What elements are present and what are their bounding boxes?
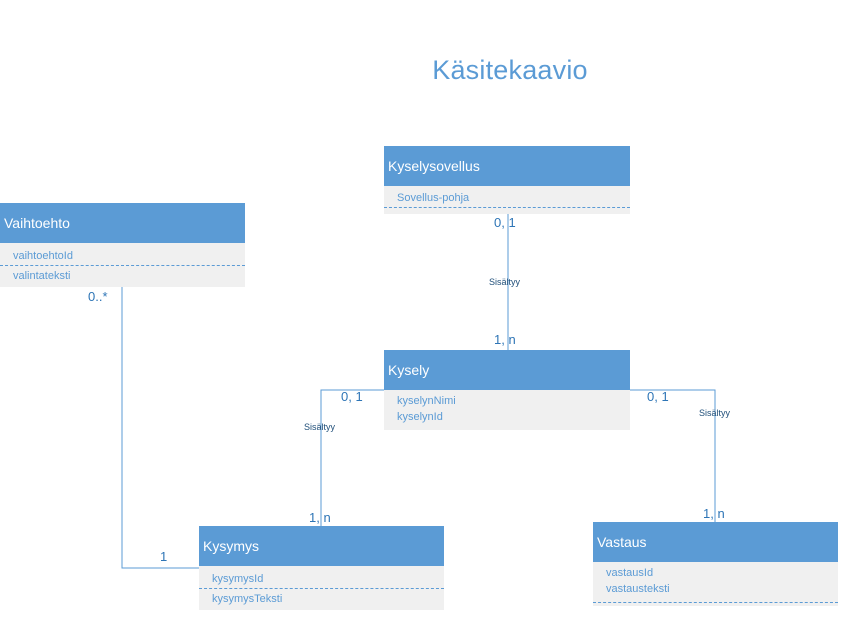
cardinality-vaihtoehto-side: 0..*	[88, 289, 108, 304]
entity-kysymys[interactable]: Kysymys kysymysId kysymysTeksti	[199, 526, 444, 610]
entity-kysely[interactable]: Kysely kyselynNimi kyselynId	[384, 350, 630, 430]
cardinality-kysymys-side: 1, n	[309, 510, 331, 525]
attribute-kyselynnimi: kyselynNimi	[397, 395, 456, 407]
entity-vastaus-name: Vastaus	[593, 522, 838, 562]
entity-kysely-name: Kysely	[384, 350, 630, 390]
line-vaihtoehto-kysymys	[121, 287, 199, 569]
attribute-kysymysid: kysymysId	[199, 569, 444, 589]
attribute-kysymysteksti: kysymysTeksti	[212, 593, 283, 605]
cardinality-kysely-side-right: 0, 1	[647, 389, 669, 404]
attribute-valintateksti: valintateksti	[13, 270, 71, 282]
attribute-vastausid: vastausId	[606, 567, 654, 579]
entity-kysymys-name: Kysymys	[199, 526, 444, 566]
attribute-sovellus-pohja: Sovellus-pohja	[384, 188, 630, 208]
cardinality-kysely-side-left: 0, 1	[341, 389, 363, 404]
relationship-label-sovellus-kysely: Sisältyy	[489, 277, 521, 287]
diagram-title: Käsitekaavio	[432, 55, 588, 85]
attribute-kyselynid: kyselynId	[397, 411, 443, 423]
cardinality-kysely-side-top: 1, n	[494, 332, 516, 347]
relationship-label-kysely-vastaus: Sisältyy	[699, 408, 731, 418]
line-kysely-kysymys	[320, 389, 384, 527]
line-kysely-vastaus	[630, 389, 716, 522]
cardinality-vastaus-side: 1, n	[703, 506, 725, 521]
relationship-label-kysely-kysymys: Sisältyy	[304, 422, 336, 432]
entity-vastaus[interactable]: Vastaus vastausId vastausteksti	[593, 522, 838, 606]
entity-vaihtoehto[interactable]: Vaihtoehto vaihtoehtoId valintateksti	[0, 203, 245, 287]
entity-vaihtoehto-name: Vaihtoehto	[0, 203, 245, 243]
entity-kyselysovellus-name: Kyselysovellus	[384, 146, 630, 186]
entity-kyselysovellus[interactable]: Kyselysovellus Sovellus-pohja	[384, 146, 630, 214]
attribute-vaihtoehtoid: vaihtoehtoId	[0, 246, 245, 266]
cardinality-kysymys-vaihtoehto-side: 1	[160, 549, 168, 564]
attribute-vastausteksti: vastausteksti	[593, 581, 838, 603]
cardinality-sovellus-side: 0, 1	[494, 215, 516, 230]
